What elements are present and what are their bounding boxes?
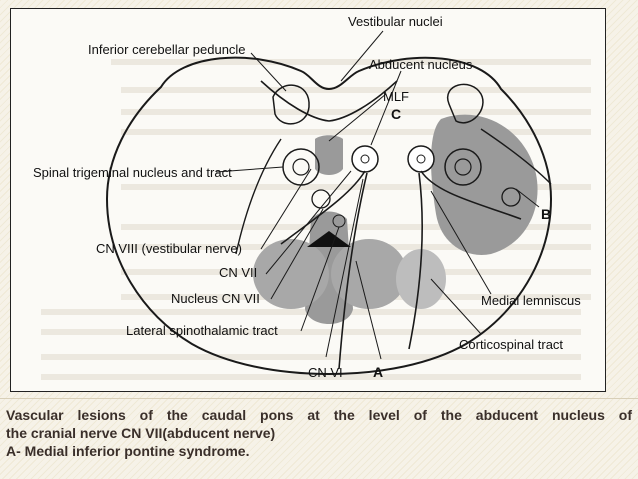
caption-line-3: A- Medial inferior pontine syndrome. (6, 442, 632, 460)
divider (0, 398, 638, 399)
label-spinal-trigeminal: Spinal trigeminal nucleus and tract (33, 165, 232, 180)
caption: Vascular lesions of the caudal pons at t… (6, 406, 632, 460)
label-abducent-nucleus: Abducent nucleus (369, 57, 473, 72)
abducent-nucleus-right (408, 146, 434, 172)
corticospinal-right (331, 239, 407, 309)
label-cn-viii: CN VIII (vestibular nerve) (96, 241, 242, 256)
label-cn-vii: CN VII (219, 265, 257, 280)
corticospinal-left (253, 239, 329, 309)
label-nucleus-cn-vii: Nucleus CN VII (171, 291, 260, 306)
cn-viii-left (236, 139, 281, 254)
abducent-nucleus-left (352, 146, 378, 172)
caption-line-1: Vascular lesions of the caudal pons at t… (6, 406, 632, 424)
label-a: A (373, 364, 383, 380)
label-cn-vi: CN VI (308, 365, 343, 380)
label-mlf: MLF (383, 89, 409, 104)
label-medial-lemniscus: Medial lemniscus (481, 293, 581, 308)
lesion-b (431, 115, 538, 255)
label-vestibular-nuclei: Vestibular nuclei (348, 14, 443, 29)
label-c: C (391, 106, 401, 122)
label-corticospinal: Corticospinal tract (459, 337, 563, 352)
label-b: B (541, 206, 551, 222)
pons-figure: Inferior cerebellar peduncle Vestibular … (10, 8, 606, 392)
spinal-trigeminal-left (283, 149, 319, 185)
label-lateral-spinothalamic: Lateral spinothalamic tract (126, 323, 278, 338)
caption-line-2: the cranial nerve CN VII(abducent nerve) (6, 424, 632, 442)
label-inferior-cerebellar-peduncle: Inferior cerebellar peduncle (88, 42, 246, 57)
pons-diagram: Inferior cerebellar peduncle Vestibular … (11, 9, 606, 392)
spinal-trigeminal-left-inner (293, 159, 309, 175)
